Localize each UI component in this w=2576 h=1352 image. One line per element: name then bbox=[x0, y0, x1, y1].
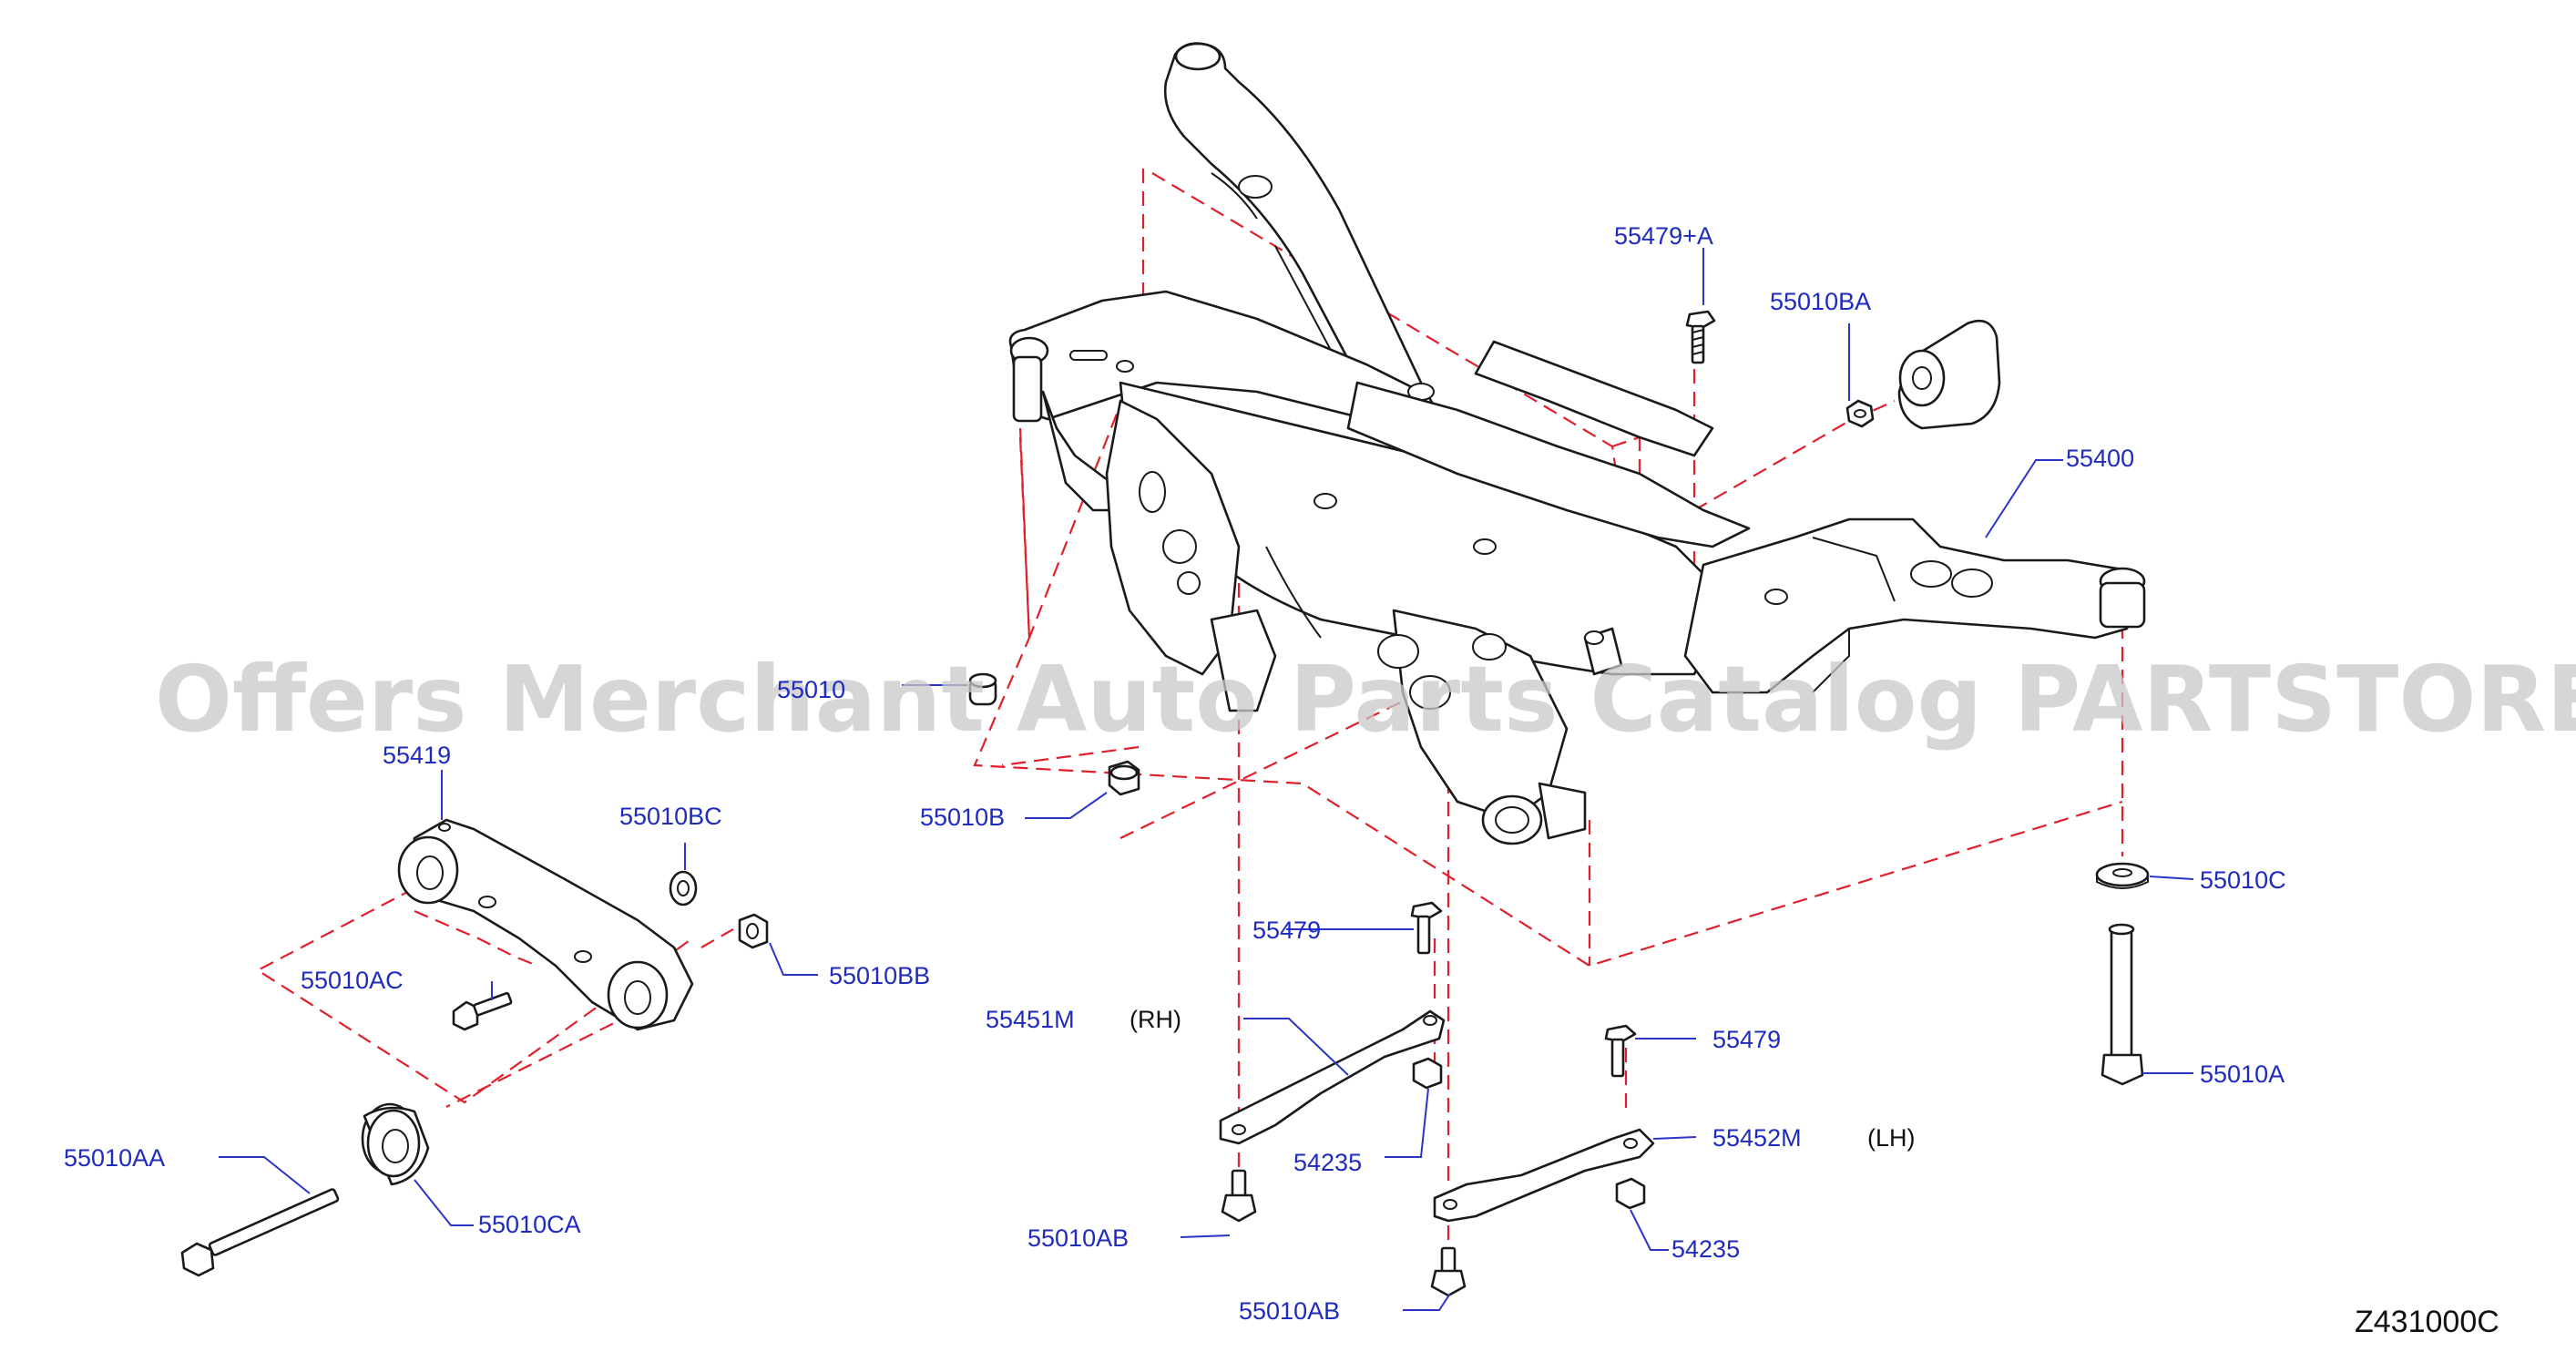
nut-55010BB[interactable] bbox=[738, 913, 769, 949]
label-55419[interactable]: 55419 bbox=[383, 742, 451, 769]
bolt-55010AC[interactable] bbox=[452, 991, 513, 1031]
washer-55010C[interactable] bbox=[2095, 862, 2150, 889]
bushing-55010BA[interactable] bbox=[1845, 319, 2001, 430]
label-55479-A[interactable]: 55479+A bbox=[1614, 222, 1713, 250]
part-number-labels: 55479+A 55010BA 55400 55010 55419 55010B… bbox=[64, 222, 2286, 1325]
label-55010C[interactable]: 55010C bbox=[2200, 866, 2286, 894]
bolt-55479-lh[interactable] bbox=[1604, 1024, 1637, 1078]
link-55419[interactable] bbox=[397, 818, 694, 1031]
nut-55010B[interactable] bbox=[1108, 760, 1140, 796]
label-55010CA[interactable]: 55010CA bbox=[478, 1211, 581, 1238]
washer-55010BC[interactable] bbox=[669, 870, 698, 906]
label-rh: (RH) bbox=[1130, 1006, 1181, 1033]
rear-crossmember-55400[interactable] bbox=[1008, 42, 2146, 845]
label-55010BB[interactable]: 55010BB bbox=[829, 962, 930, 989]
label-55010BC[interactable]: 55010BC bbox=[619, 803, 722, 830]
label-55452M[interactable]: 55452M bbox=[1712, 1124, 1802, 1152]
label-55479-rh[interactable]: 55479 bbox=[1252, 917, 1321, 944]
long-bolt-55010AA[interactable] bbox=[180, 1188, 340, 1277]
label-lh: (LH) bbox=[1867, 1124, 1916, 1152]
label-55010AA[interactable]: 55010AA bbox=[64, 1144, 165, 1172]
washer-55010[interactable] bbox=[968, 672, 997, 706]
label-55010BA[interactable]: 55010BA bbox=[1770, 288, 1871, 315]
long-bolt-55010A[interactable] bbox=[2101, 923, 2144, 1086]
label-55400[interactable]: 55400 bbox=[2066, 445, 2134, 472]
bolt-55010AB-rh[interactable] bbox=[1221, 1169, 1257, 1223]
bolt-55010AB-lh[interactable] bbox=[1430, 1246, 1467, 1297]
bracket-55451M-rh[interactable] bbox=[1219, 1009, 1446, 1145]
label-55479-lh[interactable]: 55479 bbox=[1712, 1026, 1781, 1053]
label-55010B[interactable]: 55010B bbox=[920, 804, 1005, 831]
bracket-55452M-lh[interactable] bbox=[1433, 1128, 1655, 1223]
label-55010AB-lh[interactable]: 55010AB bbox=[1239, 1297, 1340, 1325]
watermark-text: Offers Merchant Auto Parts Catalog PARTS… bbox=[155, 646, 2576, 753]
diagram-id: Z431000C bbox=[2355, 1305, 2499, 1339]
bolt-55479-A[interactable] bbox=[1685, 310, 1716, 364]
label-55010AC[interactable]: 55010AC bbox=[301, 967, 404, 994]
label-55010A[interactable]: 55010A bbox=[2200, 1060, 2285, 1088]
nut-54235-rh[interactable] bbox=[1412, 1057, 1443, 1090]
label-55451M[interactable]: 55451M bbox=[986, 1006, 1075, 1033]
label-55010-hidden[interactable]: 55010 bbox=[777, 676, 845, 703]
bushing-cap-55010CA[interactable] bbox=[361, 1102, 430, 1186]
label-54235-lh[interactable]: 54235 bbox=[1671, 1235, 1740, 1263]
bolt-55479-rh[interactable] bbox=[1410, 901, 1443, 955]
label-54235-rh[interactable]: 54235 bbox=[1293, 1149, 1362, 1176]
label-55010AB-rh[interactable]: 55010AB bbox=[1027, 1224, 1129, 1252]
nut-54235-lh[interactable] bbox=[1615, 1177, 1646, 1210]
leader-lines bbox=[219, 248, 2194, 1311]
